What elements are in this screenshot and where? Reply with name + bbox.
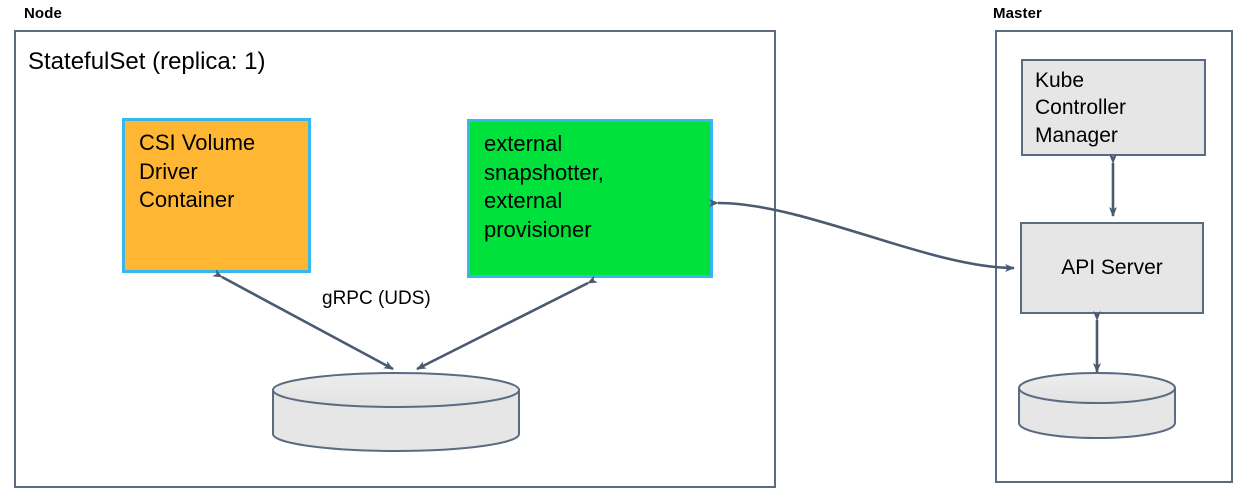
- statefulset-title: StatefulSet (replica: 1): [28, 48, 266, 75]
- grpc-uds-label: gRPC (UDS): [322, 288, 431, 309]
- kube-controller-manager-box[interactable]: Kube Controller Manager: [1021, 59, 1206, 156]
- api-server-box[interactable]: API Server: [1020, 222, 1204, 314]
- master-group-label: Master: [993, 5, 1042, 22]
- emptydir-volume-label: EmptyDir Volume: [290, 409, 437, 430]
- etcd-label: etcd: [1037, 399, 1073, 420]
- kube-controller-manager-label: Kube Controller Manager: [1035, 69, 1127, 147]
- api-server-label: API Server: [1061, 256, 1163, 280]
- node-group-label: Node: [24, 5, 62, 22]
- csi-volume-driver-container-box[interactable]: CSI Volume Driver Container: [122, 118, 311, 273]
- csi-volume-driver-container-label: CSI Volume Driver Container: [139, 130, 256, 213]
- external-snapshotter-provisioner-box[interactable]: external snapshotter, external provision…: [467, 119, 713, 278]
- external-snapshotter-provisioner-label: external snapshotter, external provision…: [484, 131, 604, 242]
